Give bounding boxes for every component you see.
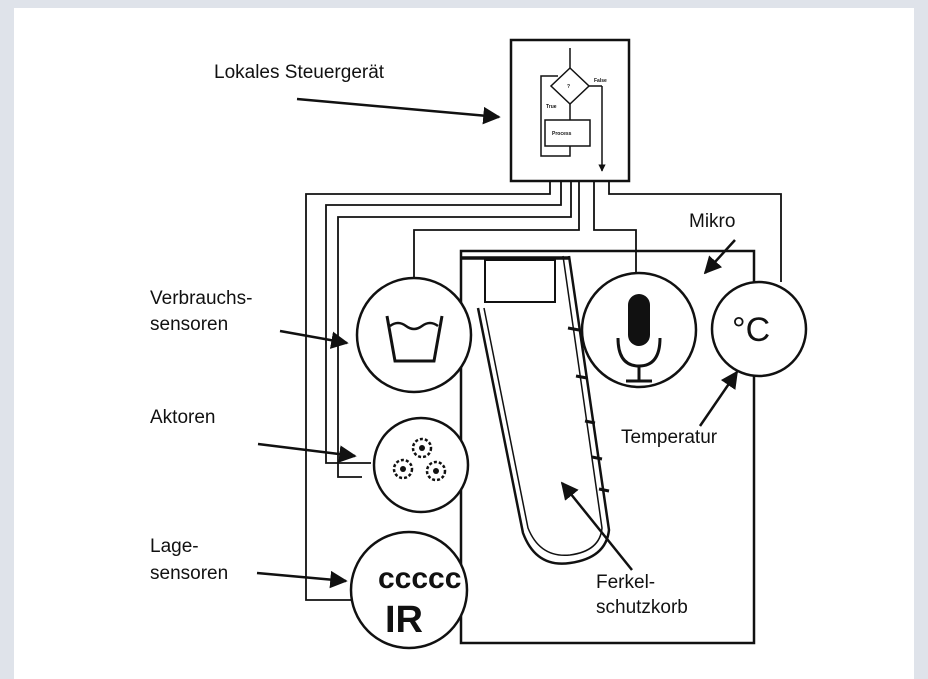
water-bowl-icon	[385, 315, 444, 363]
flowchart-true: True	[546, 104, 557, 110]
label-mic: Mikro	[689, 211, 735, 232]
piglet-basket	[476, 255, 611, 565]
actuator	[372, 416, 470, 514]
sensor-diagram: ? False True Process	[150, 38, 808, 650]
label-consumption-1: Verbrauchs-	[150, 288, 252, 309]
label-basket-2: schutzkorb	[596, 597, 688, 618]
microphone-sensor	[580, 271, 698, 389]
label-controller: Lokales Steuergerät	[214, 62, 385, 83]
cables	[305, 181, 782, 601]
consumption-sensor	[355, 276, 473, 394]
flowchart-false: False	[594, 78, 607, 84]
controller-box: ? False True Process	[509, 38, 631, 183]
label-consumption-2: sensoren	[150, 314, 228, 335]
label-position-2: sensoren	[150, 563, 228, 584]
flowchart-icon: ? False True Process	[540, 48, 607, 172]
pointer-arrows	[256, 97, 739, 589]
label-actuators: Aktoren	[150, 407, 215, 428]
flowchart-process: Process	[552, 131, 572, 137]
flowchart-decision: ?	[567, 84, 570, 90]
celsius-icon: °C	[732, 311, 770, 349]
ir-waves-icon: ccccc	[378, 562, 461, 595]
diagram-canvas: ? False True Process	[14, 8, 914, 679]
ir-text: IR	[385, 599, 423, 641]
label-position-1: Lage-	[150, 536, 199, 557]
ir-sensor: ccccc IR	[349, 530, 469, 650]
label-temperature: Temperatur	[621, 427, 718, 448]
temperature-sensor: °C	[710, 280, 808, 378]
microphone-icon	[616, 294, 662, 383]
label-basket-1: Ferkel-	[596, 572, 655, 593]
